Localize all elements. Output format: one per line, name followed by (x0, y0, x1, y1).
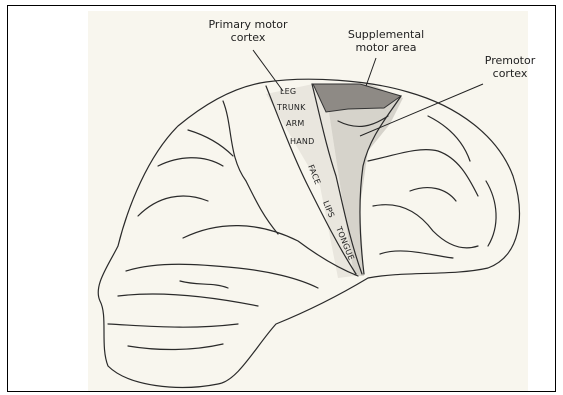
premotor-label-line2: cortex (493, 67, 528, 80)
premotor-label-line1: Premotor (485, 54, 536, 67)
figure-frame: Primary motor cortex Supplemental motor … (7, 5, 556, 392)
brain-diagram: Primary motor cortex Supplemental motor … (8, 6, 557, 393)
body-part-trunk: TRUNK (276, 103, 306, 112)
body-part-hand: HAND (290, 137, 314, 146)
paper-background (88, 11, 528, 391)
body-part-leg: LEG (280, 87, 296, 96)
body-part-arm: ARM (286, 119, 305, 128)
supplemental-motor-label-line1: Supplemental (348, 28, 424, 41)
supplemental-motor-label-line2: motor area (355, 41, 416, 54)
primary-motor-label-line2: cortex (231, 31, 266, 44)
primary-motor-label-line1: Primary motor (208, 18, 287, 31)
